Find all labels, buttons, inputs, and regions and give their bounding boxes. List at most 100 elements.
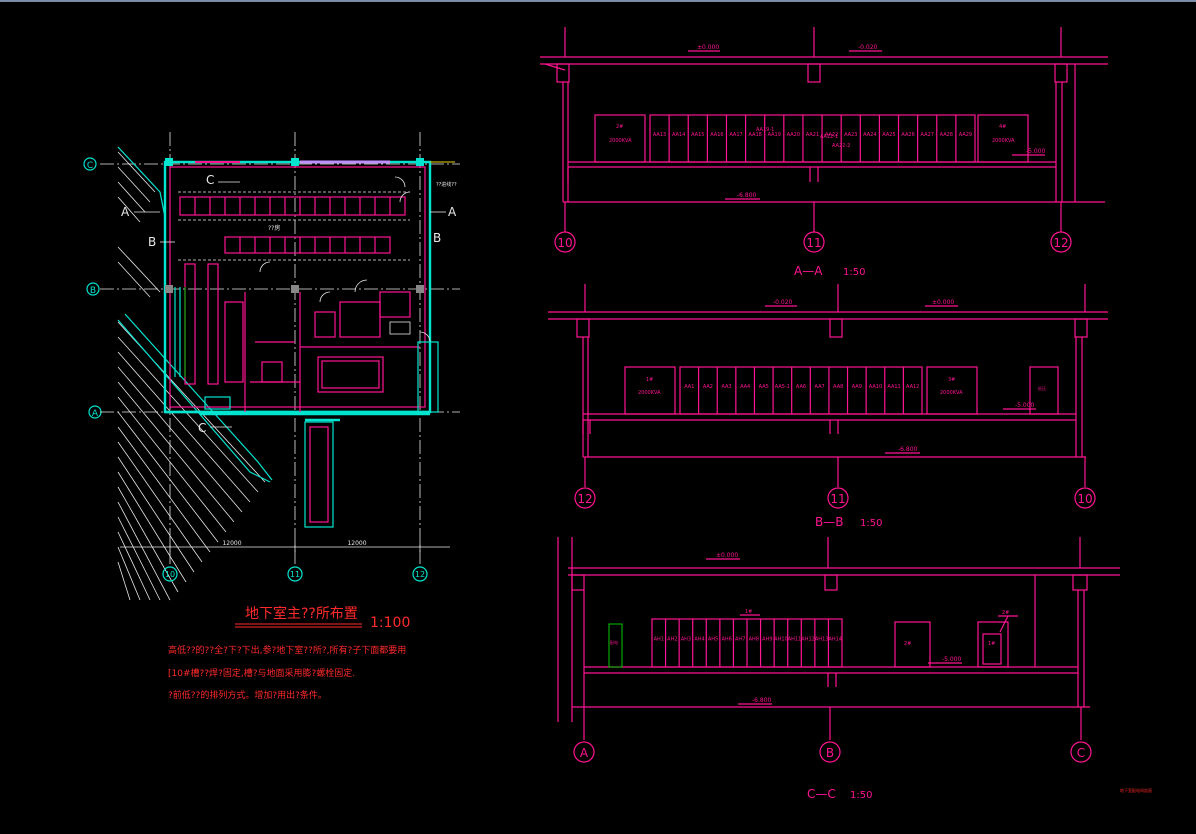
bb-axis-bubble-3 [1074,487,1096,509]
aa-level-3: -5.000 [1026,148,1046,155]
aa-axis-label-2: 11 [806,236,821,250]
cc-panel-label: AH14 [828,637,842,643]
aa-panel-label: AA21 [806,132,819,138]
cc-panel-label: AH2 [667,637,677,643]
cc-level-1: ±0.000 [716,552,738,559]
grid-row-label-a: A [92,409,99,419]
grid-row-label-c: C [87,161,93,171]
plan-side-note: ??进线?? [436,181,457,188]
section-mark-c-bottom: C [198,421,206,435]
cc-label-2: 2# [904,641,911,647]
aa-transformer-left-kva: 2000KVA [609,138,632,144]
bb-panel-label: AA11 [887,384,900,390]
grid-bubble-10 [162,566,178,582]
bb-transformer-right-id: 3# [948,377,955,383]
grid-bubble-11 [287,566,303,582]
cc-label-3: 1# [988,641,995,647]
plan-dim-1: 12000 [222,540,241,547]
cc-panel-label: AH8 [749,637,759,643]
section-mark-b-left: B [148,235,156,249]
cc-label-1: 配电 [610,639,618,645]
grid-bubble-b [86,282,100,296]
plan-title: 地下室主??所布置 [245,605,358,622]
bb-panel-label: AA12 [906,384,919,390]
cc-panel-label: AH12 [801,637,815,643]
grid-col-label-12: 12 [415,570,425,579]
bb-panel-label: AA9 [852,384,862,390]
floor-plan: C B A [83,132,460,701]
aa-panel-label: AA19 [768,132,781,138]
bb-axis-label-1: 12 [577,492,592,506]
aa-transformer-right-id: 4# [999,124,1006,130]
cc-section-scale: 1:50 [850,790,872,801]
cc-panel-label: AH1 [654,637,664,643]
aa-level-2: -0.020 [858,44,878,51]
cc-level-3: -6.800 [752,697,772,704]
aa-panel-label: AA14 [672,132,685,138]
aa-panel-label: AA24 [863,132,876,138]
aa-panel-label: AA20 [787,132,800,138]
aa-transformer-left-id: 2# [616,124,623,130]
cc-axis-bubble-3 [1070,741,1092,763]
plan-section-marks: A A B B C C [121,173,457,435]
section-aa: ±0.000 -0.020 -5.000 -6.800 2# 2000KVA 4… [540,27,1108,278]
grid-bubble-12 [412,566,428,582]
grid-col-label-10: 10 [165,570,175,579]
footer-tag: 地下室配电间剖面 [1120,787,1152,793]
aa-panel-label: AA22 [825,132,838,138]
bb-panel-label: AA8 [833,384,843,390]
bb-axis-bubble-1 [574,487,596,509]
aa-extra-label-3: AA22-2 [832,143,850,149]
aa-axis-label-1: 10 [557,236,572,250]
ramp-hatch [117,151,266,601]
bb-panel-label: AA3 [721,384,731,390]
bb-panel-label: AA10 [869,384,882,390]
plan-note-2: [10#槽??焊?固定,槽?与地面采用膨?螺栓固定. [168,667,355,679]
cc-panel-label: AH11 [788,637,802,643]
aa-axis-bubble-2 [803,231,825,253]
bb-panel-label: AA5-1 [775,384,790,390]
bb-panel-label: AA2 [703,384,713,390]
cc-panel-label: AH4 [694,637,704,643]
aa-extra-label-1: AA19-1 [756,127,774,133]
plan-dim-2: 12000 [347,540,366,547]
grid-bubble-c [83,157,97,171]
grid-row-label-b: B [90,286,96,296]
bb-axis-label-3: 10 [1077,492,1092,506]
bb-level-4: -6.800 [898,446,918,453]
cc-panel-label: AH5 [708,637,718,643]
bb-level-2: ±0.000 [932,299,954,306]
aa-panel-label: AA13 [653,132,666,138]
aa-section-title: A—A [794,264,823,278]
aa-panel-label: AA17 [729,132,742,138]
cc-label-4: 1# [745,609,752,615]
aa-panel-label: AA23 [844,132,857,138]
aa-transformer-right-kva: 2000KVA [992,138,1015,144]
grid-col-label-11: 11 [290,570,300,579]
plan-panel-row-1 [178,191,410,221]
bb-panel-label: AA5 [759,384,769,390]
cc-panel-label: AH9 [762,637,772,643]
aa-panel-label: AA16 [710,132,723,138]
bb-axis-label-2: 11 [830,492,845,506]
bb-box-label: 低压 [1038,385,1046,391]
aa-level-1: ±0.000 [697,44,719,51]
aa-panel-label: AA27 [921,132,934,138]
cc-panel-label: AH6 [721,637,731,643]
cc-panel-label: AH13 [815,637,829,643]
bb-axis-bubble-2 [827,487,849,509]
bb-panel-label: AA7 [815,384,825,390]
aa-panel-label: AA18 [748,132,761,138]
bb-panel-label: AA1 [684,384,694,390]
aa-section-scale: 1:50 [843,267,865,278]
plan-note-1: 高低??的??全?下?下出,参?地下室??所?,所有?子下面都要用 [168,644,406,656]
aa-panel-label: AA26 [901,132,914,138]
section-mark-a-left: A [121,205,130,219]
grid-col-markers: 10 11 12 [162,566,428,582]
